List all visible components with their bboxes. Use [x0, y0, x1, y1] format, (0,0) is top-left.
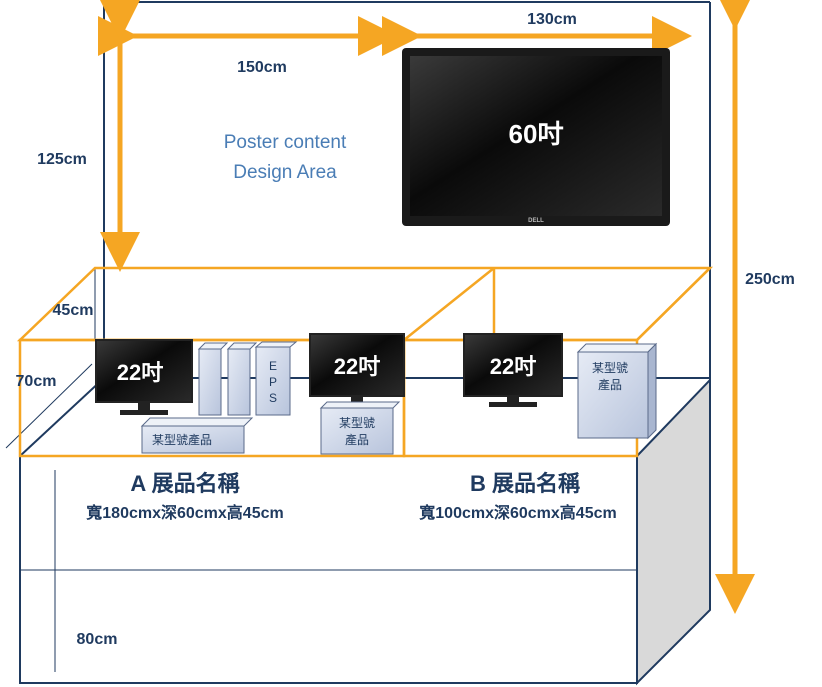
poster-area-line2: Design Area — [233, 162, 337, 183]
exhibit-a-size: 寬180cmx深60cmx高45cm — [85, 503, 283, 522]
large-monitor: 60吋 DELL — [402, 48, 670, 226]
dim-table-depth: 70cm — [16, 373, 57, 390]
exhibit-a-name: A 展品名稱 — [130, 471, 239, 496]
dim-total-height: 250cm — [745, 271, 795, 288]
eps-letter-e: E — [269, 359, 277, 373]
eps-letter-s: S — [269, 391, 277, 405]
dimension-arrows — [98, 0, 755, 614]
product-box-a-right-line1: 某型號 — [339, 416, 375, 430]
small-monitor-1-label: 22吋 — [117, 360, 163, 385]
small-monitor-3: 22吋 — [463, 333, 563, 407]
exhibit-b-size: 寬100cmx深60cmx高45cm — [418, 503, 616, 522]
small-monitor-2-label: 22吋 — [334, 354, 380, 379]
product-box-a-right-line2: 產品 — [345, 432, 369, 447]
product-box-b-line2: 產品 — [598, 377, 622, 392]
dim-base-height: 80cm — [77, 631, 118, 648]
large-monitor-label: 60吋 — [509, 119, 564, 149]
small-monitor-1: 22吋 — [95, 339, 193, 415]
poster-area-line1: Poster content — [224, 132, 347, 153]
product-box-2 — [226, 342, 258, 416]
dim-poster-height: 125cm — [37, 151, 87, 168]
dim-table-height: 45cm — [53, 302, 94, 319]
product-box-b-line1: 某型號 — [592, 361, 628, 375]
product-box-1 — [197, 342, 229, 416]
thin-dimension-arrows — [5, 268, 637, 672]
dim-monitor-width: 130cm — [527, 11, 577, 28]
eps-box: E P S — [254, 341, 298, 416]
dim-poster-width: 150cm — [237, 59, 287, 76]
exhibit-b-name: B 展品名稱 — [470, 471, 580, 496]
small-monitor-2: 22吋 — [309, 333, 405, 407]
product-box-a-right: 某型號 產品 — [319, 401, 401, 455]
product-box-wide: 某型號產品 — [140, 417, 254, 454]
small-monitor-3-label: 22吋 — [490, 354, 536, 379]
product-box-b: 某型號 產品 — [576, 342, 658, 440]
dell-logo: DELL — [528, 218, 544, 224]
product-box-wide-label: 某型號產品 — [152, 432, 212, 447]
eps-letter-p: P — [269, 375, 277, 389]
